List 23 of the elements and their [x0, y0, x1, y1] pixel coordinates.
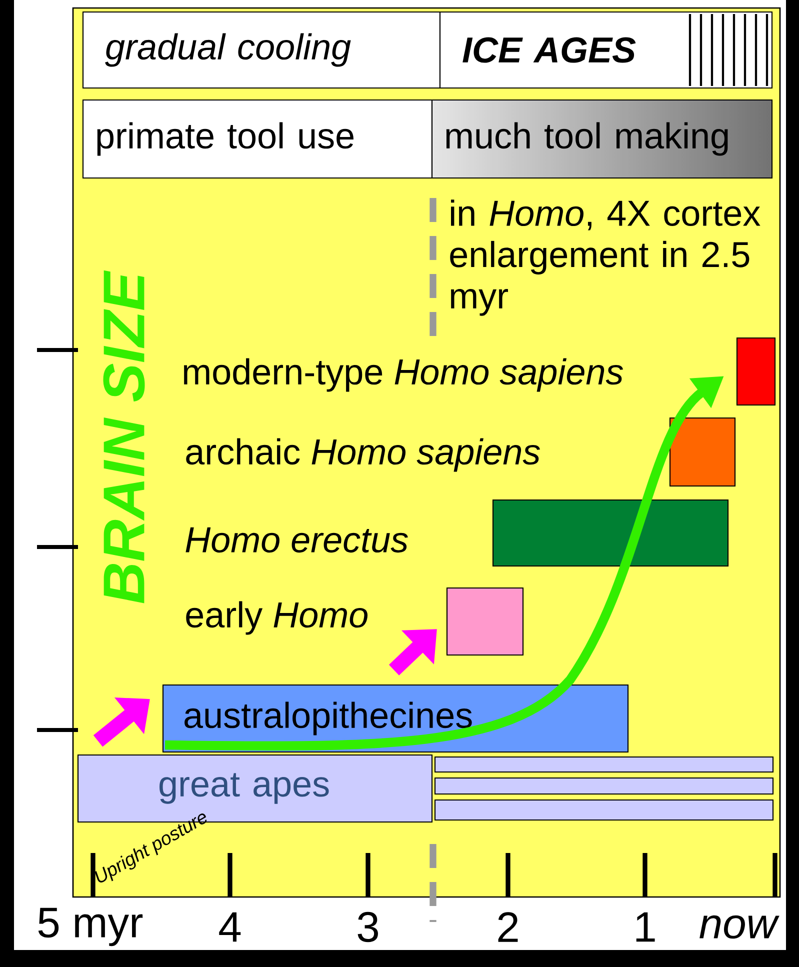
range-bar — [434, 777, 774, 795]
range-bar — [736, 337, 776, 406]
period-box: gradual cooling — [82, 11, 441, 89]
axis-tick-label: now — [700, 915, 780, 939]
axis-title: BRAIN SIZE — [103, 270, 145, 604]
species-label: modern-type Homo sapiens — [184, 358, 623, 392]
period-box: ICE AGES — [439, 11, 773, 89]
range-bar — [669, 417, 736, 487]
period-box: much tool making — [431, 99, 773, 179]
annotation-text: in Homo, 4X cortex enlargement in 2.5 myr — [450, 200, 760, 316]
species-label: Homo erectus — [186, 527, 408, 553]
species-label: archaic Homo sapiens — [186, 438, 540, 472]
range-bar — [446, 587, 524, 656]
axis-tick-label: 4 — [219, 912, 241, 942]
axis-tick-label: 1 — [636, 912, 655, 942]
range-bar — [434, 756, 774, 773]
range-bar — [434, 799, 774, 821]
axis-tick-label: 2 — [498, 912, 518, 942]
range-bar — [492, 499, 729, 567]
axis-tick-label: 3 — [358, 912, 378, 942]
period-box: primate tool use — [82, 99, 433, 179]
species-label: early Homo — [186, 601, 368, 635]
axis-tick-label: 5 myr — [38, 908, 143, 946]
